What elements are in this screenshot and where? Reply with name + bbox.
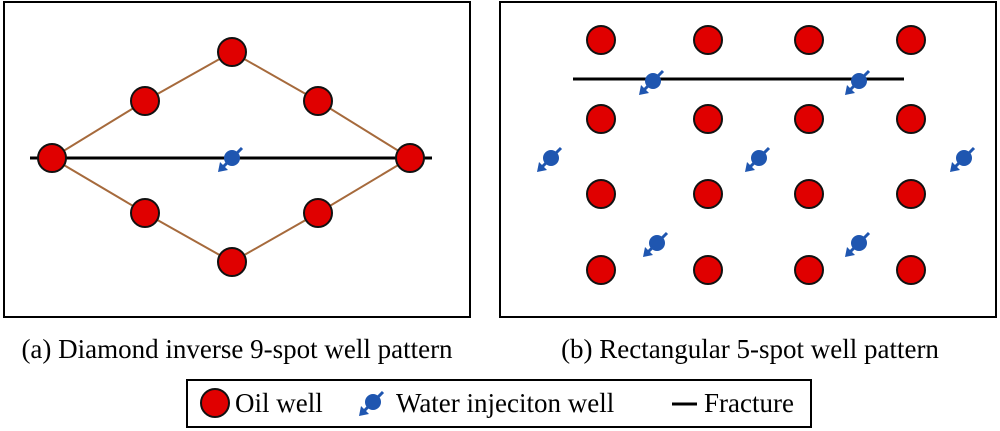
water-injection-well (641, 231, 669, 259)
oil-well (303, 86, 333, 116)
oil-well (896, 104, 926, 134)
panel-b-oil-wells (586, 25, 926, 285)
panel-b-caption: (b) Rectangular 5-spot well pattern (561, 334, 939, 364)
oil-well (693, 255, 723, 285)
water-injection-well (843, 69, 871, 97)
oil-well (586, 104, 616, 134)
oil-well (586, 255, 616, 285)
legend-frame (186, 379, 812, 428)
oil-well (693, 104, 723, 134)
water-injection-well (637, 69, 665, 97)
oil-well (217, 247, 247, 277)
panel-a: (a) Diamond inverse 9-spot well pattern (3, 1, 471, 364)
oil-well (586, 179, 616, 209)
panel-b-frame (499, 1, 997, 318)
oil-well (693, 25, 723, 55)
water-injection-well (743, 146, 771, 174)
oil-well (794, 25, 824, 55)
panel-a-caption: (a) Diamond inverse 9-spot well pattern (21, 334, 453, 364)
oil-well (896, 179, 926, 209)
oil-well (586, 25, 616, 55)
oil-well (794, 179, 824, 209)
panel-b: (b) Rectangular 5-spot well pattern (499, 1, 997, 364)
legend: Oil well Water injeciton well Fracture (186, 379, 812, 428)
water-injection-well (843, 231, 871, 259)
oil-well (130, 86, 160, 116)
oil-well (395, 143, 425, 173)
legend-label-water-injection-well: Water injeciton well (396, 388, 614, 418)
water-injection-well (216, 146, 244, 174)
water-injection-well (948, 146, 976, 174)
legend-label-oil-well: Oil well (235, 388, 323, 418)
water-injection-well-icon (357, 390, 385, 418)
panel-a-frame (3, 1, 471, 318)
panel-b-injectors (535, 69, 976, 259)
panel-a-oil-wells (37, 37, 425, 277)
oil-well (37, 143, 67, 173)
oil-well (794, 255, 824, 285)
oil-well (303, 198, 333, 228)
oil-well (217, 37, 247, 67)
water-injection-well (535, 146, 563, 174)
oil-well (896, 25, 926, 55)
oil-well (693, 179, 723, 209)
oil-well (130, 198, 160, 228)
oil-well (896, 255, 926, 285)
legend-label-fracture: Fracture (704, 388, 794, 418)
oil-well (794, 104, 824, 134)
oil-well-icon (200, 388, 230, 418)
